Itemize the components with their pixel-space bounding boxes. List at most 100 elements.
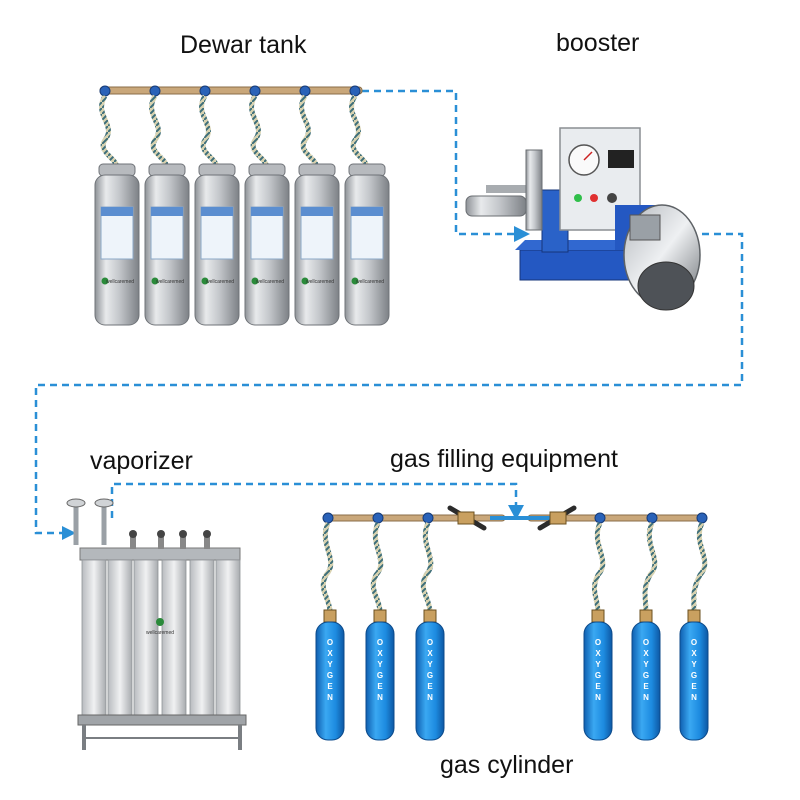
dewar-top-ring	[248, 163, 286, 177]
dewar-tank: wellcaremed	[294, 85, 340, 326]
arrow-into-filling	[508, 505, 524, 520]
dewar-logo-text: wellcaremed	[156, 279, 184, 285]
cylinder-body	[415, 621, 445, 741]
cylinder-valve-head	[639, 609, 653, 623]
cylinder-valve-head	[687, 609, 701, 623]
dewar-valve-icon	[99, 85, 111, 97]
dewar-label-header	[251, 207, 283, 216]
dewar-label-header	[151, 207, 183, 216]
dewar-tank: wellcaremed	[194, 85, 240, 326]
vaporizer-fin	[133, 559, 159, 717]
vaporizer-logo-text: wellcaremed	[146, 630, 174, 636]
dewar-label-header	[301, 207, 333, 216]
gas-filling-equipment-label: gas filling equipment	[390, 445, 618, 473]
cylinder-hose	[320, 521, 334, 613]
dewar-logo-text: wellcaremed	[206, 279, 234, 285]
dewar-logo-mark	[151, 277, 159, 285]
vaporizer-logo-mark	[156, 618, 164, 626]
dewar-logo-mark	[101, 277, 109, 285]
vaporizer-top-header	[79, 547, 241, 561]
vaporizer-fin	[215, 559, 241, 717]
dewar-valve-icon	[149, 85, 161, 97]
vaporizer-handwheel-right	[94, 498, 114, 508]
dewar-valve-icon	[199, 85, 211, 97]
cylinder-valve-head	[423, 609, 437, 623]
booster-display	[608, 150, 634, 168]
cylinder-valve-head	[373, 609, 387, 623]
vaporizer-fin	[107, 559, 133, 717]
dewar-valve-icon	[299, 85, 311, 97]
dewar-label-header	[201, 207, 233, 216]
cylinder-valve-icon	[696, 512, 708, 524]
dewar-label-header	[101, 207, 133, 216]
dewar-top-ring	[98, 163, 136, 177]
cylinder-body	[315, 621, 345, 741]
vaporizer-handwheel-left	[66, 498, 86, 508]
arrow-into-booster	[514, 226, 530, 242]
dewar-tank-label: Dewar tank	[180, 31, 307, 59]
cylinder-valve-head	[591, 609, 605, 623]
dewar-top-ring	[198, 163, 236, 177]
dewar-valve-icon	[249, 85, 261, 97]
arrow-into-vaporizer	[62, 526, 76, 540]
dewar-valve-icon	[349, 85, 361, 97]
dewar-logo-text: wellcaremed	[256, 279, 284, 285]
cylinder-body	[365, 621, 395, 741]
booster-motor-fan-cover	[637, 261, 695, 311]
filling-pipe-left	[324, 514, 506, 522]
dewar-hose	[99, 94, 120, 169]
cylinder-hose	[691, 521, 708, 613]
dewar-hose	[249, 94, 270, 169]
booster-inlet-pipe	[486, 185, 526, 193]
booster-pump	[465, 127, 701, 311]
vaporizer-fins	[81, 559, 241, 717]
flow-dewar-to-booster	[362, 89, 516, 236]
filling-valve-left	[447, 505, 487, 531]
dewar-logo-text: wellcaremed	[106, 279, 134, 285]
vaporizer-fin	[189, 559, 215, 717]
dewar-top-ring	[298, 163, 336, 177]
booster-cold-end	[525, 149, 543, 231]
cylinder-valve-icon	[594, 512, 606, 524]
dewar-tank: wellcaremed	[94, 85, 140, 326]
dewar-tank: wellcaremed	[344, 85, 390, 326]
vaporizer-label: vaporizer	[90, 447, 193, 475]
cylinder-hose	[591, 521, 606, 613]
dewar-logo-mark	[201, 277, 209, 285]
booster-motor-terminal-box	[629, 214, 661, 241]
gas-cylinder-label: gas cylinder	[440, 751, 574, 779]
filling-pipe-center	[490, 516, 550, 520]
booster-green-button	[574, 194, 582, 202]
dewar-hose	[149, 94, 170, 169]
dewar-tank: wellcaremed	[144, 85, 190, 326]
vaporizer-fin	[81, 559, 107, 717]
dewar-logo-mark	[351, 277, 359, 285]
dewar-logo-mark	[301, 277, 309, 285]
filling-valve-right	[537, 505, 577, 531]
dewar-hose	[299, 94, 320, 169]
cylinder-valve-icon	[646, 512, 658, 524]
cylinder-body	[631, 621, 661, 741]
dewar-hose	[199, 94, 220, 169]
booster-cylinder-left	[465, 195, 527, 217]
dewar-manifold	[99, 86, 363, 95]
booster-gauge-needle	[583, 151, 593, 161]
vaporizer-unit: wellcaremed	[66, 498, 247, 750]
cylinder-hose	[420, 521, 434, 613]
dewar-logo-mark	[251, 277, 259, 285]
booster-knob	[607, 193, 617, 203]
flow-arrowheads	[62, 226, 530, 540]
booster-red-button	[590, 194, 598, 202]
